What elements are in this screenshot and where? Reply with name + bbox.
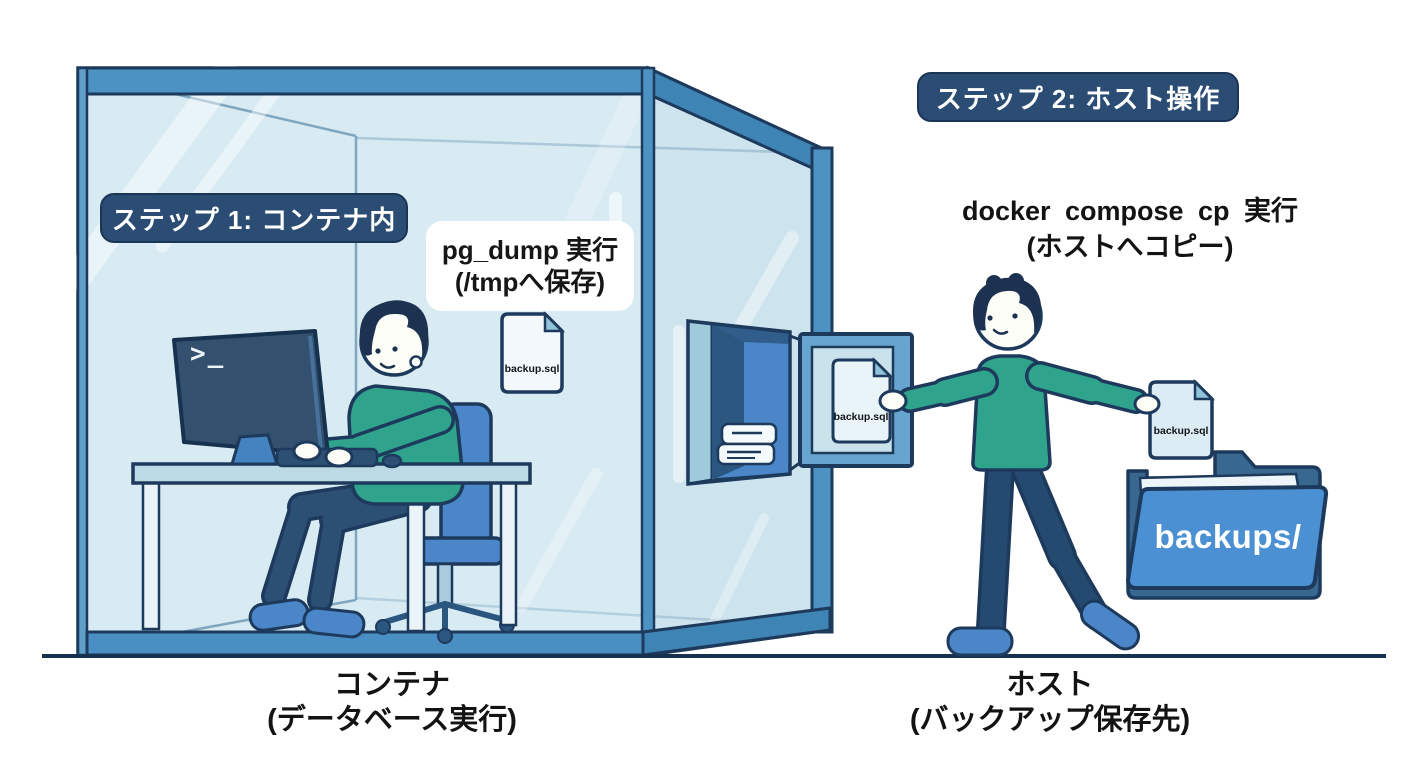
step2-badge: ステップ 2: ホスト操作	[917, 72, 1239, 122]
container-file-icon	[500, 310, 566, 394]
host-file-icon	[1148, 378, 1216, 460]
developer-shoe-right	[302, 606, 366, 639]
developer-ear	[409, 355, 423, 369]
desk-legs	[141, 481, 518, 633]
caption-container: コンテナ (データベース実行)	[212, 668, 572, 739]
box-base-band-side	[641, 606, 832, 657]
pgdump-note-line2: (/tmpへ保存)	[454, 267, 606, 297]
pgdump-note-card: pg_dump 実行 (/tmpへ保存)	[426, 221, 634, 311]
host-shoe-right	[1079, 599, 1141, 651]
docker-command-line2: (ホストへコピー)	[1026, 231, 1234, 262]
box-front-right-edge	[640, 66, 656, 657]
monitor-stand	[229, 433, 280, 466]
container-file-name: backup.sql	[504, 363, 560, 375]
step1-badge: ステップ 1: コンテナ内	[100, 193, 408, 243]
caption-container-title: コンテナ	[333, 669, 450, 701]
host-shoe-left	[946, 626, 1014, 657]
door-file-icon	[831, 356, 894, 444]
backups-folder-name: backups/	[1154, 518, 1302, 555]
hatch-interior-ceiling	[712, 324, 790, 344]
backups-folder	[1126, 378, 1329, 600]
hatch-frame-left	[686, 319, 714, 486]
person-host	[878, 273, 1149, 657]
developer-hands	[292, 440, 354, 468]
caption-host-title: ホスト	[1006, 669, 1094, 701]
developer-hair	[359, 300, 429, 357]
host-hair	[973, 277, 1042, 333]
box-top-band	[76, 66, 650, 96]
box-base-band	[85, 630, 645, 657]
hatch-door	[798, 332, 914, 468]
docker-command-line1: docker compose cp 実行	[961, 196, 1299, 226]
box-left-edge	[76, 66, 89, 657]
stored-papers	[716, 422, 778, 466]
folder-front	[1126, 485, 1329, 590]
host-hand-left	[878, 389, 908, 413]
glass-glare-2	[673, 325, 685, 483]
caption-container-subtitle: (データベース実行)	[267, 704, 517, 737]
caption-host-subtitle: (バックアップ保存先)	[909, 704, 1191, 737]
door-file-name: backup.sql	[833, 411, 889, 423]
pgdump-note-line1: pg_dump 実行	[441, 234, 619, 265]
caption-host: ホスト (バックアップ保存先)	[858, 668, 1242, 739]
docker-command-label: docker compose cp 実行 (ホストへコピー)	[918, 194, 1342, 266]
host-hand-right	[1133, 393, 1161, 415]
hatch-frame-outline	[686, 319, 792, 486]
mouse	[381, 453, 403, 469]
host-file-name: backup.sql	[1153, 425, 1209, 437]
terminal-prompt: >_	[190, 339, 226, 369]
hatch-cabinet	[686, 319, 802, 486]
